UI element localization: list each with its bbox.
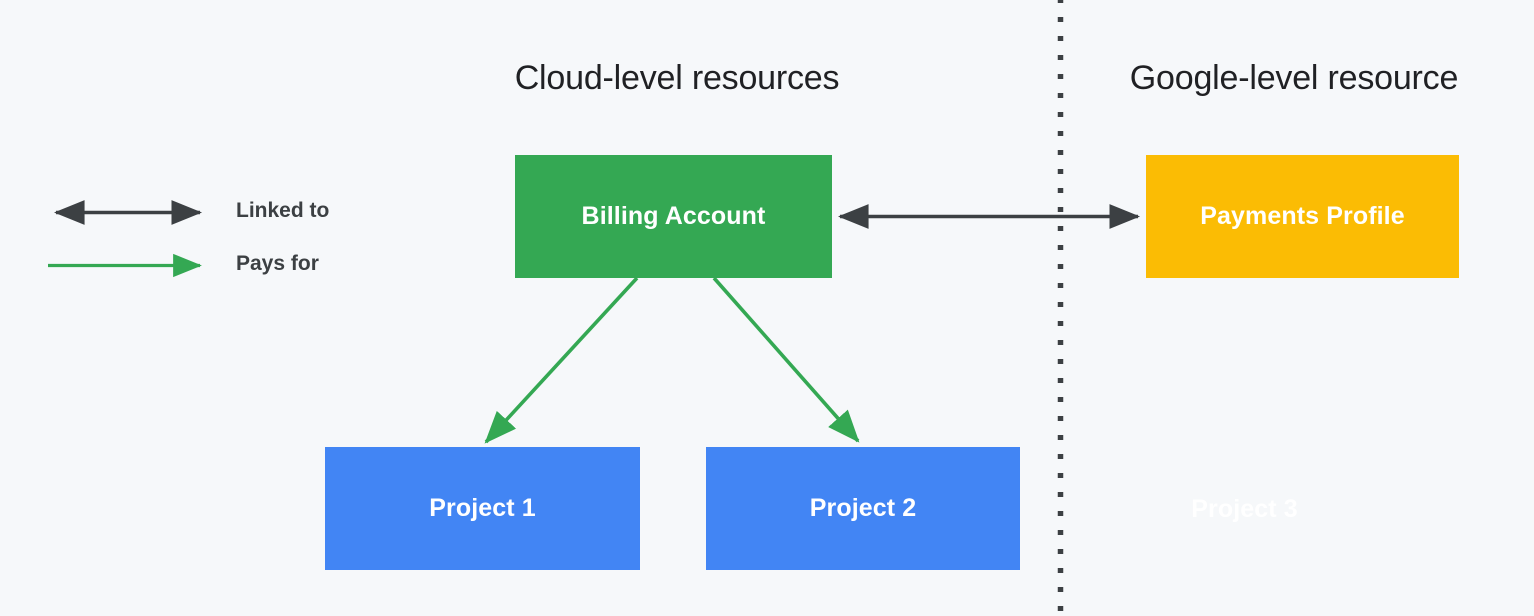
edge-billing-to-project-1 [484, 276, 639, 444]
node-project-2[interactable]: Project 2 [706, 447, 1020, 570]
node-project-1[interactable]: Project 1 [325, 447, 640, 570]
node-project-3: Project 3 [1191, 494, 1298, 523]
legend-item-pays-for: Pays for [236, 252, 319, 275]
legend-item-linked-to: Linked to [236, 199, 330, 222]
node-payments-profile[interactable]: Payments Profile [1146, 155, 1459, 278]
section-header-google-level: Google-level resource [1129, 59, 1459, 97]
edge-billing-to-project-2 [712, 276, 860, 443]
node-billing-account[interactable]: Billing Account [515, 155, 832, 278]
section-header-cloud-level: Cloud-level resources [514, 59, 840, 97]
